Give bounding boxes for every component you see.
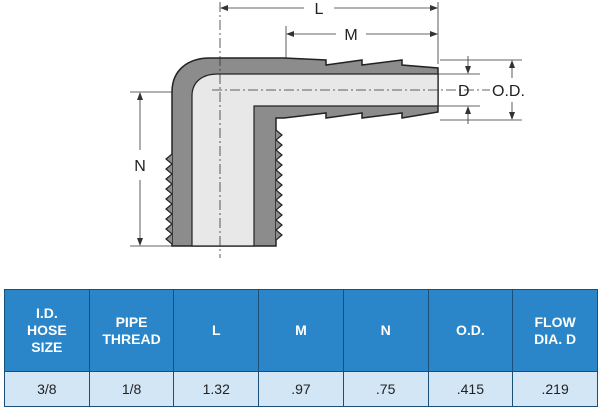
dim-od-label: O.D. <box>492 83 525 100</box>
table-cell: 3/8 <box>4 371 90 407</box>
arrowhead <box>509 60 515 68</box>
table-cell: 1/8 <box>88 371 175 407</box>
arrowhead <box>137 238 143 246</box>
fitting-bore <box>191 73 439 247</box>
dim-l-label: L <box>315 1 324 18</box>
column-header: FLOW DIA. D <box>512 289 598 372</box>
dim-m-label: M <box>344 27 357 44</box>
table-cell: 1.32 <box>173 371 260 407</box>
fitting-drawing: L M D O.D. N <box>130 1 525 258</box>
spec-table: I.D. HOSE SIZE PIPE THREAD L M N O.D. FL… <box>4 289 598 407</box>
thread-teeth-right <box>275 129 283 241</box>
arrowhead <box>137 92 143 100</box>
table-cell: .219 <box>512 371 598 407</box>
arrowhead <box>220 5 228 11</box>
arrowhead <box>430 5 438 11</box>
dim-d-label: D <box>458 83 470 100</box>
column-header: O.D. <box>427 289 514 372</box>
arrowhead <box>430 31 438 37</box>
arrowhead <box>509 112 515 120</box>
arrowhead <box>286 31 294 37</box>
table-cell: .97 <box>258 371 344 407</box>
table-header-row: I.D. HOSE SIZE PIPE THREAD L M N O.D. FL… <box>4 289 598 372</box>
table-cell: .415 <box>427 371 514 407</box>
arrowhead <box>465 106 471 114</box>
column-header: L <box>173 289 260 372</box>
column-header: PIPE THREAD <box>88 289 175 372</box>
column-header: I.D. HOSE SIZE <box>4 289 90 372</box>
thread-teeth-left <box>165 153 173 245</box>
column-header: M <box>258 289 344 372</box>
dim-n-label: N <box>134 158 146 175</box>
table-cell: .75 <box>342 371 429 407</box>
arrowhead <box>465 66 471 74</box>
column-header: N <box>342 289 429 372</box>
table-row: 3/8 1/8 1.32 .97 .75 .415 .219 <box>4 371 598 407</box>
